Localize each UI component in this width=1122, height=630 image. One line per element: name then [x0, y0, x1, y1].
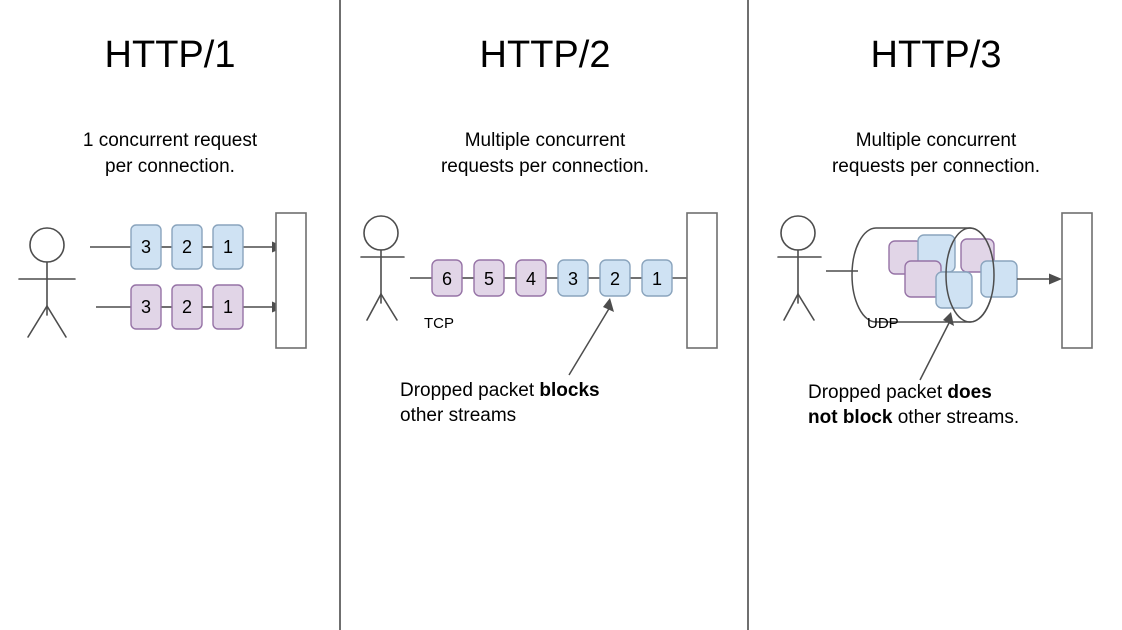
- stick-figure-leg-right: [46, 305, 67, 338]
- caption-text-after: other streams: [400, 405, 517, 426]
- panel-subtitle-http2: Multiple concurrent requests per connect…: [440, 130, 650, 177]
- packet-group-stream-1: 3 2 1: [130, 224, 244, 270]
- packet-box: [171, 224, 203, 270]
- packet-box: [473, 259, 505, 297]
- packet-box: [431, 259, 463, 297]
- caption-text-bold: blocks: [539, 380, 600, 401]
- http1-illustration: 3 2 1 3 2 1: [18, 212, 307, 349]
- panel-title-http2: HTTP/2: [479, 34, 611, 76]
- packet-label: 3: [141, 297, 151, 317]
- server-bar: [686, 212, 718, 349]
- packet-group-stream-2: 3 2 1: [130, 284, 244, 330]
- caption-text-before: Dropped packet: [400, 380, 540, 401]
- packet-label: 5: [484, 269, 494, 289]
- http3-illustration: [777, 212, 1093, 381]
- caption-http3: Dropped packet does not block other stre…: [808, 380, 1108, 430]
- udp-cylinder-front-face: [945, 227, 995, 323]
- stick-figure-head: [363, 215, 399, 251]
- server-bar: [275, 212, 307, 349]
- packet-box: [641, 259, 673, 297]
- packet-label: 2: [610, 269, 620, 289]
- packet-label: 1: [223, 237, 233, 257]
- packet-box: [212, 284, 244, 330]
- stick-figure-head: [780, 215, 816, 251]
- panel-divider-2: [747, 0, 749, 630]
- caption-text-before: Dropped packet: [808, 382, 948, 403]
- packet-group-udp: [888, 234, 1018, 309]
- stick-figure-leg-right: [380, 293, 398, 321]
- packet-label: 3: [568, 269, 578, 289]
- panel-subtitle-http1: 1 concurrent request per connection.: [82, 130, 258, 177]
- packet-label: 2: [182, 237, 192, 257]
- packet-label: 3: [141, 237, 151, 257]
- transport-label-udp: UDP: [867, 315, 899, 332]
- client-stick-figure: [777, 215, 822, 321]
- panel-http3: HTTP/3 Multiple concurrent requests per …: [750, 0, 1122, 630]
- packet-label: 4: [526, 269, 536, 289]
- client-stick-figure: [360, 215, 405, 321]
- packet-label: 2: [182, 297, 192, 317]
- client-stick-figure: [18, 227, 76, 338]
- caption-text-after: other streams.: [892, 407, 1020, 428]
- caption-http2: Dropped packet blocks other streams: [400, 378, 730, 428]
- panel-title-http1: HTTP/1: [104, 34, 236, 76]
- arrowhead-udp-stream: [1049, 273, 1062, 285]
- panel-title-http3: HTTP/3: [870, 34, 1002, 76]
- panel-http2: HTTP/2 Multiple concurrent requests per …: [342, 0, 748, 630]
- panel-http1: HTTP/1 1 concurrent request per connecti…: [0, 0, 340, 630]
- stick-figure-leg-left: [366, 293, 382, 321]
- panel-divider-1: [339, 0, 341, 630]
- packet-box: [130, 284, 162, 330]
- http2-illustration: 6 5 4 3 2 1: [360, 212, 718, 376]
- callout-arrow-http2: [568, 298, 614, 376]
- stick-figure-head: [29, 227, 65, 263]
- packet-box: [130, 224, 162, 270]
- callout-arrow-http3: [919, 312, 954, 381]
- panel-subtitle-http3: Multiple concurrent requests per connect…: [831, 130, 1041, 177]
- caption-text-bold: does not block: [808, 382, 992, 428]
- packet-box-dropped: [935, 271, 973, 309]
- stick-figure-leg-left: [783, 293, 799, 321]
- packet-label: 6: [442, 269, 452, 289]
- packet-box-dropped: [599, 259, 631, 297]
- packet-box: [557, 259, 589, 297]
- packet-box: [171, 284, 203, 330]
- packet-box: [515, 259, 547, 297]
- packet-label: 1: [652, 269, 662, 289]
- stick-figure-leg-right: [797, 293, 815, 321]
- stick-figure-leg-left: [27, 305, 48, 338]
- packet-box: [212, 224, 244, 270]
- server-bar: [1061, 212, 1093, 349]
- callout-arrowhead: [603, 298, 614, 312]
- packet-group-tcp: 6 5 4 3 2 1: [431, 259, 673, 297]
- transport-label-tcp: TCP: [424, 315, 454, 332]
- callout-arrowhead: [943, 312, 954, 326]
- packet-label: 1: [223, 297, 233, 317]
- packet-box: [980, 260, 1018, 298]
